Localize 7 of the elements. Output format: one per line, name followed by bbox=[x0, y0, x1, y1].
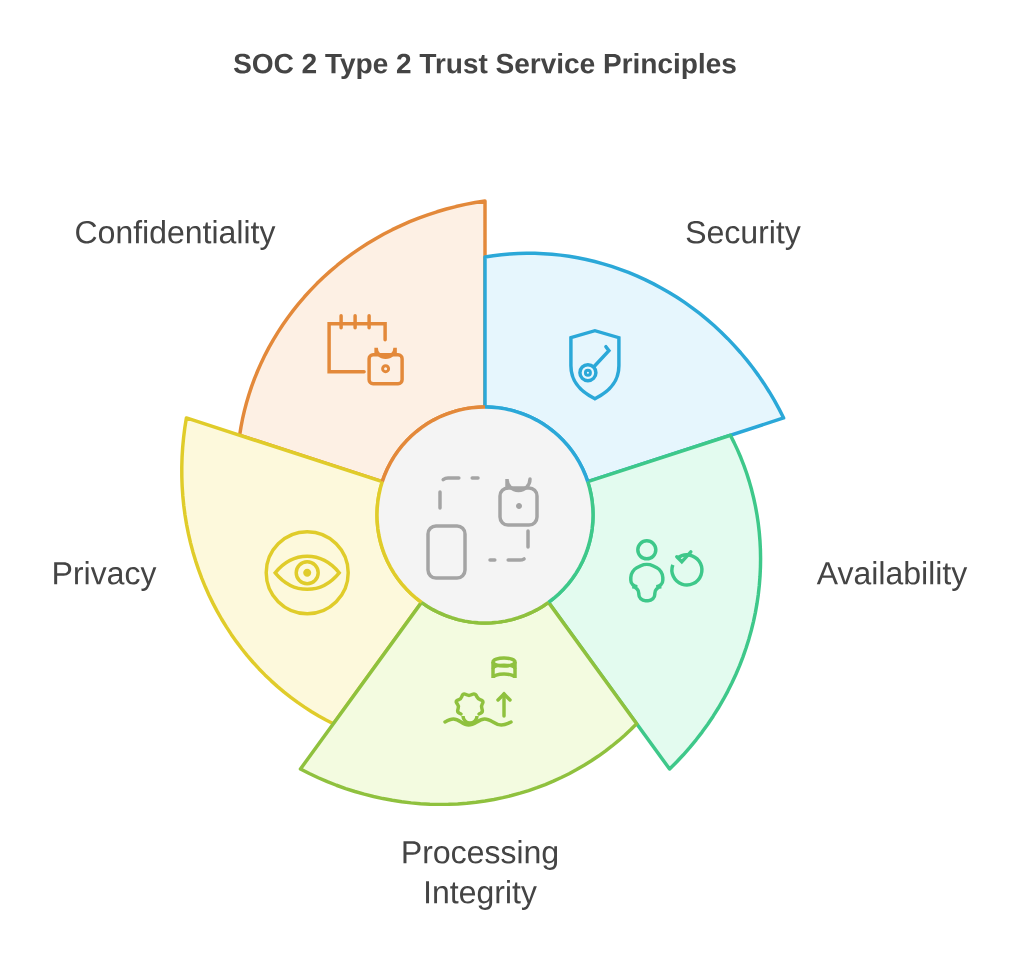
segment-label: Confidentiality bbox=[76, 220, 276, 250]
title: SOC 2 Type 2 Trust Service Principles bbox=[233, 52, 736, 80]
segment-label: Availability bbox=[816, 561, 968, 591]
segment-label: Processing Integrity bbox=[403, 840, 558, 910]
center-circle bbox=[375, 405, 595, 625]
segment-label: Privacy bbox=[54, 561, 157, 591]
segment-label: Security bbox=[686, 220, 801, 250]
